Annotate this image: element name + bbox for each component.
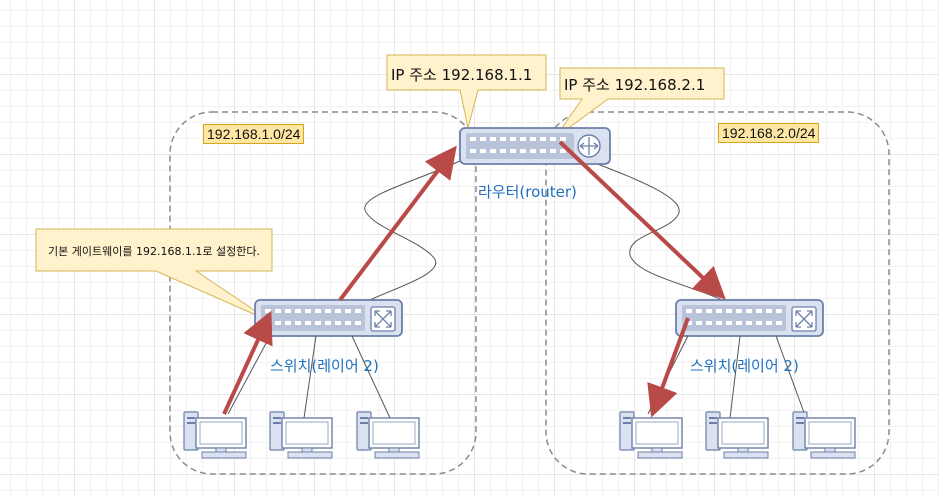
flow-arrow-router-to-switch [558,140,726,300]
callout-router-ip1-box [386,54,547,129]
link-right-pc2 [729,335,741,419]
router-ip-right-text: IP 주소 192.168.2.1 [564,76,706,94]
computer-left-3-icon [356,411,420,459]
link-left-pc3 [351,335,391,419]
link-router-right-switch [561,149,723,301]
computer-right-2-icon [705,411,769,459]
computer-right-3-icon [792,411,856,459]
router-icon [459,127,611,165]
router-label: 라우터(router) [478,183,577,201]
subnet-right-group [545,111,890,475]
switch-left-icon [254,299,403,337]
flow-arrow-switch-to-pc [647,317,690,418]
link-left-pc2 [303,335,317,419]
flow-arrow-pc-to-switch [222,310,273,415]
switch-right-label: 스위치(레이어 2) [690,357,799,375]
gateway-note-text: 기본 게이트웨이를 192.168.1.1로 설정한다. [48,245,261,258]
subnet-right-label: 192.168.2.0/24 [718,123,820,143]
switch-left-label: 스위치(레이어 2) [270,357,379,375]
computer-left-1-icon [183,411,247,459]
link-left-pc1 [227,335,271,415]
router-ip-left-text: IP 주소 192.168.1.1 [391,66,533,84]
callout-router-ip2-box [554,67,725,139]
link-right-pc3 [775,335,807,419]
subnet-left-group [169,111,477,475]
computer-right-1-icon [619,411,683,459]
switch-right-icon [675,299,824,337]
callout-gateway-box [35,228,273,323]
flow-arrow-switch-to-router [338,145,457,302]
link-router-left-switch [364,159,463,301]
computer-left-2-icon [269,411,333,459]
subnet-left-label: 192.168.1.0/24 [203,124,305,144]
